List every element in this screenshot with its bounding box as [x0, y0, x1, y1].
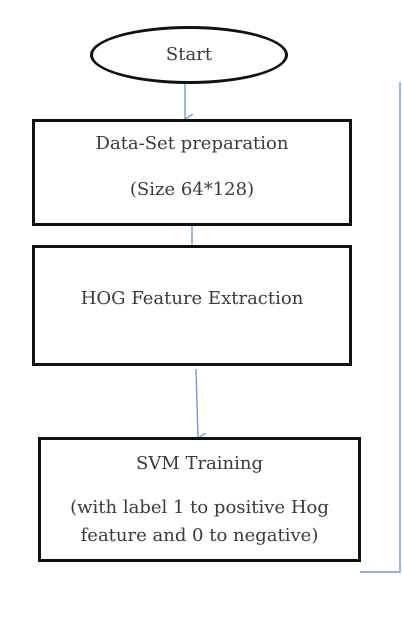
step-box-svm-training: SVM Training (with label 1 to positive H… — [38, 437, 361, 562]
step-title-hog-feature-extraction: HOG Feature Extraction — [80, 288, 304, 309]
step-box-dataset-preparation: Data-Set preparation (Size 64*128) — [32, 119, 352, 226]
step-detail-svm-line-2: feature and 0 to negative) — [80, 525, 319, 546]
arrow-hog-to-svm — [195, 368, 198, 438]
step-detail-dataset-size: (Size 64*128) — [129, 179, 255, 200]
feedback-loop-line — [360, 82, 401, 573]
step-title-svm-training: SVM Training — [135, 453, 264, 474]
step-detail-svm-line-1: (with label 1 to positive Hog — [70, 497, 329, 518]
step-title-dataset-preparation: Data-Set preparation — [95, 133, 289, 154]
step-box-hog-feature-extraction: HOG Feature Extraction — [32, 245, 352, 366]
start-node: Start — [90, 26, 288, 84]
start-node-label: Start — [165, 44, 213, 65]
